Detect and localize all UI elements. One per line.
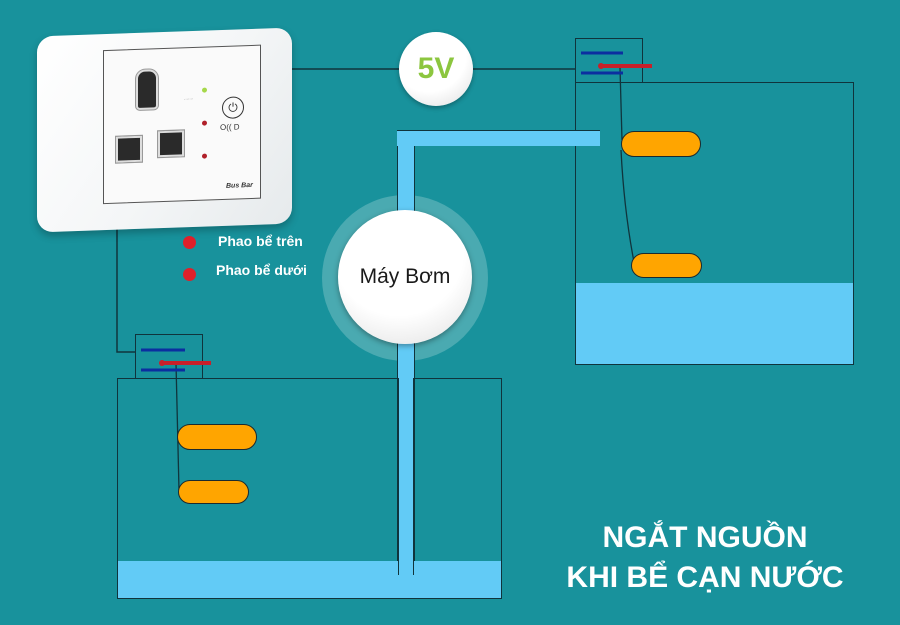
pipe-inlet xyxy=(398,378,414,575)
lower-float-cable xyxy=(175,362,180,491)
legend-upper-float: Phao bể trên xyxy=(218,233,303,249)
lower-tank xyxy=(117,378,502,599)
lower-tank-float-high xyxy=(177,424,257,450)
socket-right-icon xyxy=(158,130,184,158)
socket-left-icon xyxy=(116,135,142,163)
upper-tank-float-high xyxy=(621,131,701,157)
socket-round-icon xyxy=(136,69,158,110)
upper-float-cable-lower xyxy=(620,149,635,263)
upper-tank xyxy=(575,82,854,365)
caption-line-2: KHI BỂ CẠN NƯỚC xyxy=(566,561,844,594)
lower-tank-water xyxy=(118,561,501,598)
legend-dot-lower xyxy=(183,268,196,281)
indicator-label: ······· xyxy=(184,95,194,102)
power-button[interactable]: ⏻ xyxy=(222,96,244,119)
power-source-5v: 5V xyxy=(399,32,473,106)
upper-float-switch xyxy=(575,38,652,83)
caption: NGẮT NGUỒN KHI BỂ CẠN NƯỚC xyxy=(540,518,870,598)
controller-device: ······· ⏻ O(( D Bus Bar xyxy=(37,27,292,233)
indicator-led-green xyxy=(202,87,207,93)
upper-float-cable xyxy=(619,67,623,141)
indicator-led-red-1 xyxy=(202,120,207,126)
pump-label: Máy Bơm xyxy=(338,210,472,344)
lower-float-switch xyxy=(135,334,211,379)
caption-line-1: NGẮT NGUỒN xyxy=(602,521,808,554)
wire-controller-to-lower-switch xyxy=(116,218,135,353)
pipe-horizontal xyxy=(397,130,600,146)
upper-tank-float-low xyxy=(631,253,702,278)
controller-panel: ······· ⏻ O(( D Bus Bar xyxy=(103,44,261,205)
upper-tank-water xyxy=(576,283,853,364)
lower-tank-float-low xyxy=(178,480,249,504)
legend-dot-upper xyxy=(183,236,196,249)
brand-logo: Bus Bar xyxy=(226,181,253,190)
power-caption: O(( D xyxy=(220,122,240,133)
indicator-led-red-2 xyxy=(202,153,207,159)
legend-lower-float: Phao bể dưới xyxy=(216,262,307,278)
